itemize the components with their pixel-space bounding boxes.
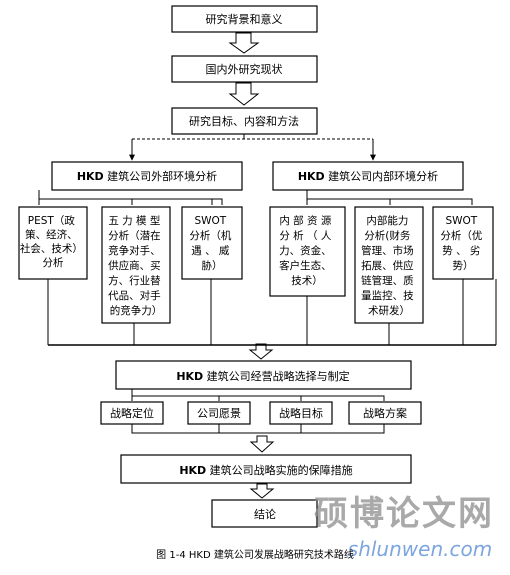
conclusion-box: [211, 499, 318, 528]
step3-text: 研究目标、内容和方法: [189, 114, 299, 128]
strategy-item-label: 战略目标: [279, 406, 323, 420]
research-status-box: [171, 55, 318, 83]
five-forces-box: [101, 206, 171, 324]
strategy-item-plan: [348, 401, 422, 425]
block-arrow-4: [249, 435, 275, 453]
block-arrows: [228, 32, 275, 499]
block-arrow-2: [228, 82, 260, 106]
internal-swot-text: SWOT 分析（优 势 、 劣 势）: [440, 215, 485, 272]
watermark-text: 硕博论文网: [314, 494, 494, 534]
safeguard-box: [120, 454, 412, 484]
safeguard-title: HKD 建筑公司战略实施的保障措施: [179, 463, 352, 477]
strategy-item-label: 战略定位: [110, 406, 154, 420]
internal-resources-text: 内 部 资 源 分 析 （ 人 力、资金、 客户生态、 技术）: [279, 214, 335, 287]
pest-text: PEST（政 策、经济、 社会、技术） 分析: [20, 214, 86, 269]
block-arrow-3: [248, 343, 274, 360]
external-bracket: [38, 190, 223, 205]
internal-capabilities-text: 内部能力 分析(财务 管理、市场 拓展、供应 链管理、质 量监控、技 术研发）: [361, 214, 417, 317]
strategy-bracket: [131, 389, 385, 401]
external-title: HKD 建筑公司外部环境分析: [77, 169, 217, 183]
step2-text: 国内外研究现状: [206, 62, 283, 76]
external-swot-box: [181, 206, 243, 280]
watermark-url: shlunwen.com: [348, 537, 492, 561]
step1-text: 研究背景和意义: [206, 12, 283, 26]
strategy-title: HKD 建筑公司经营战略选择与制定: [176, 369, 349, 383]
strategy-item-label: 战略方案: [363, 406, 407, 420]
conclusion-text: 结论: [254, 507, 276, 521]
block-arrow-1: [228, 32, 260, 54]
internal-title: HKD 建筑公司内部环境分析: [298, 169, 438, 183]
five-forces-text: 五 力 模 型 分析（潜在 竞争对手、 供应商、买 方、行业替 代品、对手 的竞…: [108, 214, 164, 317]
pest-analysis-box: [18, 206, 88, 280]
strategy-box: [115, 360, 412, 390]
figure-caption: 图 1-4 HKD 建筑公司发展战略研究技术路线: [156, 548, 354, 561]
external-swot-text: SWOT 分析（机 遇 、 威 胁）: [189, 215, 234, 272]
strategy-merge: [131, 424, 385, 434]
internal-analysis-box: [272, 161, 464, 191]
strategy-item-label: 公司愿景: [197, 407, 241, 420]
research-background-box: [171, 5, 318, 33]
block-arrow-5: [249, 483, 275, 499]
external-analysis-box: [51, 161, 243, 191]
